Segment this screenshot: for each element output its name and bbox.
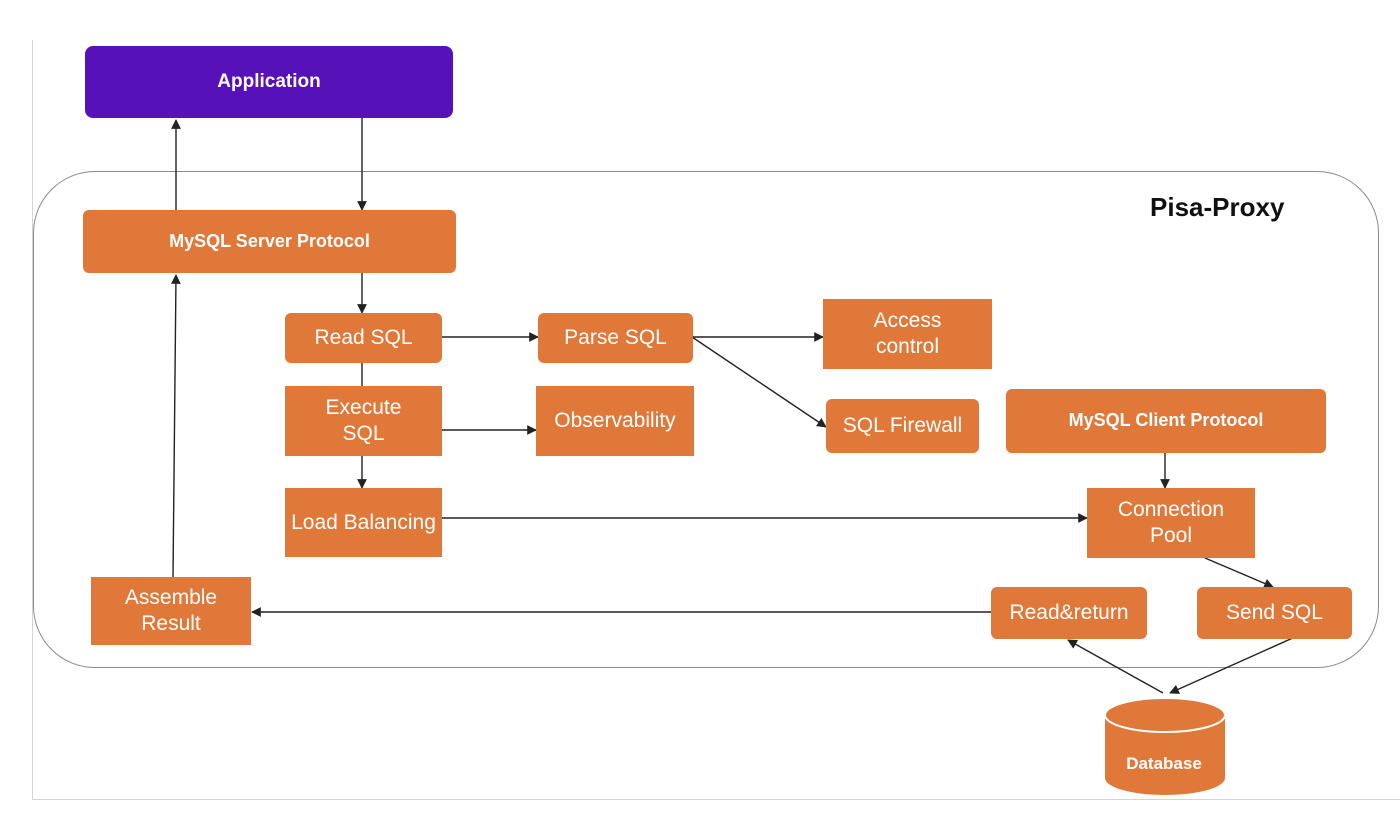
edge-parse-sql-to-sql-firewall: [691, 336, 827, 428]
application-node: Application: [85, 46, 453, 118]
edge-connection-pool-to-send-sql: [1204, 557, 1274, 589]
edge-send-sql-to-database: [1169, 636, 1296, 694]
load-balancing-node: Load Balancing: [285, 488, 442, 557]
observability-node: Observability: [536, 386, 694, 456]
parse-sql-node: Parse SQL: [538, 313, 693, 363]
pisa-proxy-group: [33, 171, 1379, 668]
access-control-node: Access control: [823, 299, 992, 369]
edge-database-to-read-return: [1067, 639, 1164, 694]
database-icon: [1104, 697, 1226, 795]
assemble-result-node: Assemble Result: [91, 577, 251, 645]
mysql-client-protocol-node: MySQL Client Protocol: [1006, 389, 1326, 453]
execute-sql-node: Execute SQL: [285, 386, 442, 456]
database-label: Database: [1126, 754, 1202, 773]
edge-assemble-result-to-server-protocol: [171, 274, 181, 578]
sql-firewall-node: SQL Firewall: [826, 399, 979, 453]
read-sql-node: Read SQL: [285, 313, 442, 363]
figure-frame: [32, 40, 1400, 800]
pisa-proxy-title: Pisa-Proxy: [1150, 192, 1285, 222]
connection-pool-node: Connection Pool: [1087, 488, 1255, 558]
read-return-node: Read&return: [991, 587, 1147, 639]
send-sql-node: Send SQL: [1197, 587, 1352, 639]
mysql-server-protocol-node: MySQL Server Protocol: [83, 210, 456, 273]
